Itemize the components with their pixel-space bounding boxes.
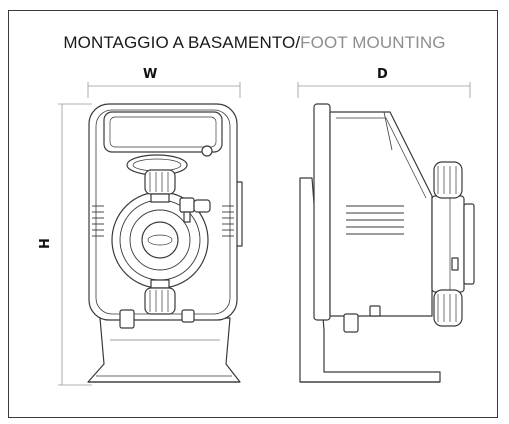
side-pump-head bbox=[431, 195, 465, 293]
side-top-valve bbox=[433, 161, 463, 199]
side-bottom-valve bbox=[433, 289, 463, 327]
depth-dimension-label: D bbox=[377, 67, 388, 82]
title-italian: MONTAGGIO A BASAMENTO/ bbox=[63, 33, 301, 52]
side-front-plate bbox=[313, 103, 331, 321]
knob-small bbox=[201, 145, 213, 157]
width-dimension-line bbox=[87, 82, 241, 98]
side-vents-right bbox=[222, 205, 234, 237]
side-vents-left bbox=[92, 205, 104, 237]
front-bottom-valve bbox=[144, 279, 176, 315]
cable-gland-left bbox=[119, 309, 135, 329]
side-vents bbox=[346, 205, 404, 235]
front-top-valve bbox=[144, 169, 176, 203]
front-view-pump bbox=[87, 103, 243, 383]
cable-gland-right bbox=[181, 309, 195, 323]
height-dimension-line bbox=[58, 103, 92, 386]
width-dimension-label: W bbox=[143, 67, 158, 82]
side-cable-gland bbox=[343, 313, 359, 333]
depth-dimension-line bbox=[297, 82, 471, 98]
figure-title: MONTAGGIO A BASAMENTO/FOOT MOUNTING bbox=[0, 33, 509, 53]
front-base-foot bbox=[87, 317, 241, 383]
bleed-valve bbox=[179, 197, 211, 223]
side-view-pump bbox=[299, 103, 475, 383]
title-english: FOOT MOUNTING bbox=[300, 33, 446, 52]
